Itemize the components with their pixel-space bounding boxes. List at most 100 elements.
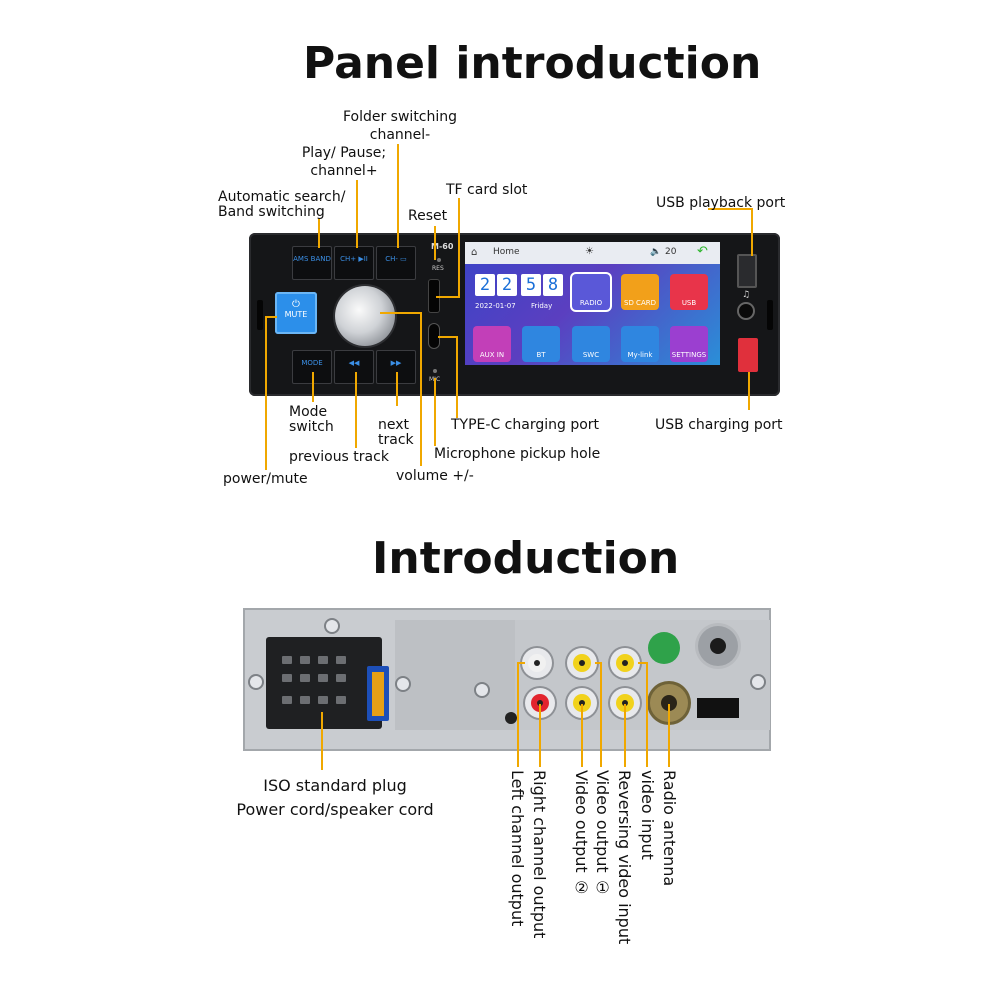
callout-line: [668, 704, 670, 767]
brightness-icon[interactable]: ☀: [585, 246, 594, 257]
callout-line: [600, 662, 602, 767]
aux-in-tile[interactable]: AUX IN: [473, 326, 511, 362]
label-line: Mode: [289, 404, 328, 420]
previous-track-button[interactable]: ◀◀: [334, 350, 374, 384]
bt-tile[interactable]: BT: [522, 326, 560, 362]
callout-line: [638, 662, 648, 664]
iso-pin: [318, 696, 328, 704]
sd-card-tile[interactable]: SD CARD: [621, 274, 659, 310]
video-input-jack[interactable]: [610, 648, 640, 678]
video-output-1-label: Video output ①: [593, 770, 612, 897]
rear-slot: [697, 698, 739, 718]
label-line: Band switching: [218, 204, 325, 220]
video-output-2-label: Video output ②: [572, 770, 591, 897]
sd-card-tile-label: SD CARD: [624, 299, 656, 307]
radio-tile[interactable]: RADIO: [572, 274, 610, 310]
fuse-element: [372, 672, 384, 716]
tf-card-slot-label: TF card slot: [446, 182, 528, 198]
callout-line: [396, 372, 398, 406]
my-link-tile-label: My-link: [627, 351, 653, 359]
volume-label: volume +/-: [396, 468, 474, 484]
next-track-label: next track: [378, 418, 414, 448]
usb-charging-port[interactable]: [738, 338, 758, 372]
iso-pin: [282, 674, 292, 682]
ams-band-button[interactable]: AMS BAND: [292, 246, 332, 280]
clock-digit: 2: [497, 274, 517, 296]
usb-playback-port[interactable]: [737, 254, 757, 288]
ch-minus-button[interactable]: CH- ▭: [376, 246, 416, 280]
introduction-title: Introduction: [372, 533, 680, 584]
rear-hole: [505, 712, 517, 724]
callout-line: [517, 662, 525, 664]
my-link-tile[interactable]: My-link: [621, 326, 659, 362]
screen-status-bar: ⌂ Home ☀ 🔈 20 ↶: [465, 242, 720, 264]
aux-jack[interactable]: [739, 304, 753, 318]
mode-switch-label: Mode switch: [289, 405, 334, 435]
aux-in-tile-label: AUX IN: [479, 351, 505, 359]
label-line: channel+: [310, 163, 378, 179]
callout-line: [397, 144, 399, 248]
ch-plus-button[interactable]: CH+ ▶II: [334, 246, 374, 280]
volume-knob[interactable]: [335, 286, 395, 346]
iso-connector: [266, 637, 382, 729]
day-label: Friday: [531, 302, 553, 310]
iso-pin: [282, 656, 292, 664]
label-line: ISO standard plug: [263, 776, 407, 795]
settings-tile[interactable]: SETTINGS: [670, 326, 708, 362]
callout-line: [380, 312, 422, 314]
usb-tile[interactable]: USB: [670, 274, 708, 310]
screw-icon: [752, 676, 764, 688]
screw-icon: [250, 676, 262, 688]
type-c-port[interactable]: [429, 324, 439, 348]
rear-heatsink: [395, 620, 515, 730]
radio-tile-label: RADIO: [579, 299, 603, 307]
mode-button[interactable]: MODE: [292, 350, 332, 384]
home-icon[interactable]: ⌂: [471, 247, 478, 258]
callout-line: [420, 312, 422, 466]
bt-tile-label: BT: [536, 351, 546, 359]
volume-level: 20: [665, 247, 677, 257]
power-mute-button[interactable]: ⏻ MUTE: [275, 292, 317, 334]
callout-line: [539, 704, 541, 767]
callout-line: [434, 226, 436, 260]
clock-digit: 5: [521, 274, 541, 296]
callout-line: [436, 296, 460, 298]
music-icon: ♫: [742, 290, 751, 300]
callout-line: [751, 208, 753, 256]
clock-digit: 2: [475, 274, 495, 296]
mic-hole: [433, 369, 437, 373]
video-output-2-jack[interactable]: [567, 648, 597, 678]
green-connector: [648, 632, 680, 664]
tf-card-slot[interactable]: [429, 280, 439, 312]
previous-track-label: previous track: [289, 449, 389, 465]
radio-antenna-label: Radio antenna: [660, 770, 679, 887]
mute-label: MUTE: [284, 310, 308, 319]
power-mute-label: power/mute: [223, 471, 308, 487]
callout-line: [265, 316, 267, 470]
callout-line: [356, 180, 358, 248]
callout-line: [646, 662, 648, 767]
model-label: M-60: [431, 242, 454, 251]
settings-tile-label: SETTINGS: [671, 351, 707, 359]
callout-line: [624, 704, 626, 767]
swc-tile[interactable]: SWC: [572, 326, 610, 362]
iso-pin: [282, 696, 292, 704]
callout-line: [312, 372, 314, 402]
usb-tile-label: USB: [681, 299, 697, 307]
usb-playback-label: USB playback port: [656, 195, 786, 211]
callout-line: [318, 218, 320, 248]
callout-line: [595, 662, 602, 664]
reversing-video-input-jack[interactable]: [610, 688, 640, 718]
usb-charging-label: USB charging port: [655, 417, 783, 433]
reset-hole[interactable]: [437, 258, 441, 262]
back-icon[interactable]: ↶: [697, 244, 708, 259]
res-label: RES: [432, 265, 444, 272]
iso-pin: [336, 696, 346, 704]
display-screen: ⌂ Home ☀ 🔈 20 ↶ 2 2 5 8 2022-01-07 Frida…: [465, 242, 720, 365]
iso-pin: [300, 656, 310, 664]
iso-pin: [318, 656, 328, 664]
play-pause-label: Play/ Pause; channel+: [284, 146, 404, 179]
reset-label: Reset: [408, 208, 448, 224]
left-slot: [257, 300, 263, 330]
left-channel-jack[interactable]: [522, 648, 552, 678]
